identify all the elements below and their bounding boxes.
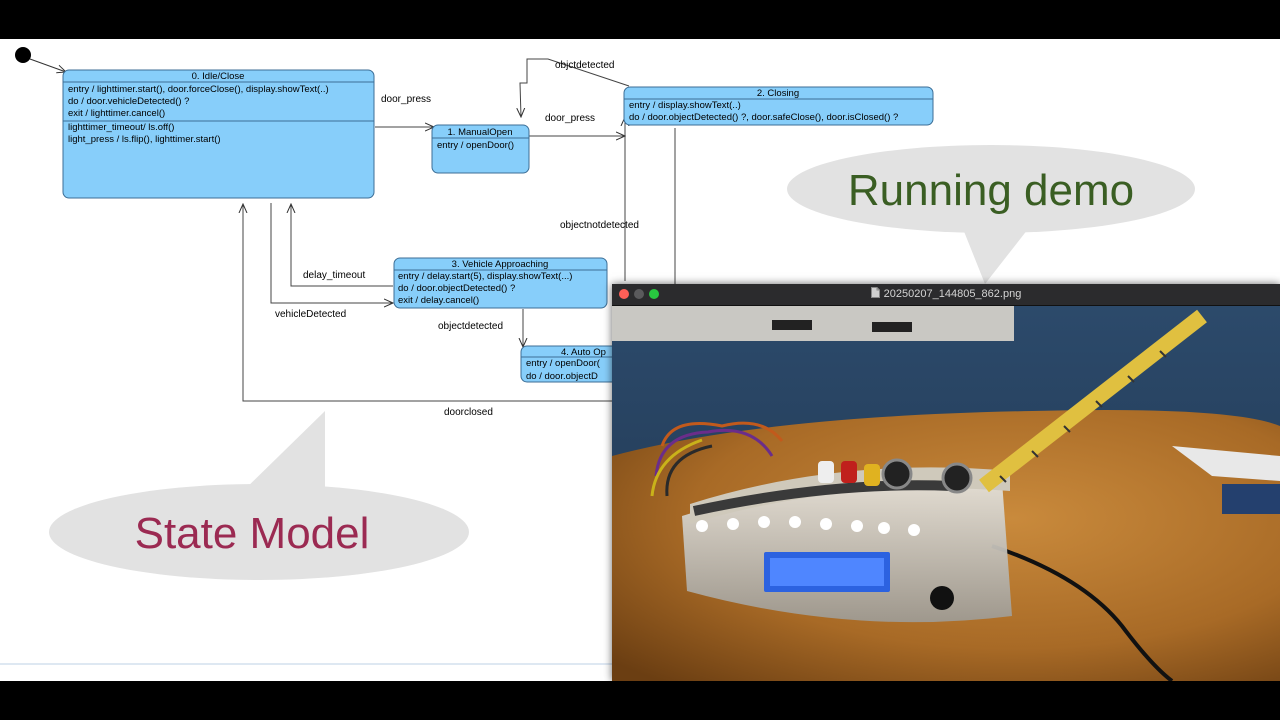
state-title: 0. Idle/Close <box>192 71 245 82</box>
label-vehicle-detected: vehicleDetected <box>275 309 346 320</box>
callout-text: Running demo <box>848 166 1134 215</box>
state-do-action: do / door.objectDetected() ?, door.safeC… <box>629 112 898 123</box>
presentation-slide: door_press door_press objctdetected obje… <box>0 39 1280 681</box>
window-titlebar[interactable]: 20250207_144805_862.png <box>612 284 1280 306</box>
state-manual-open: 1. ManualOpen entry / openDoor() <box>431 124 530 174</box>
state-do-action: do / door.objectD <box>526 371 598 382</box>
state-title: 4. Auto Op <box>561 347 606 358</box>
state-entry-action: entry / display.showText(..) <box>629 100 741 111</box>
state-entry-action: entry / delay.start(5), display.showText… <box>398 271 572 282</box>
label-objectnotdetected: objectnotdetected <box>560 220 639 231</box>
state-do-action: do / door.vehicleDetected() ? <box>68 96 189 107</box>
state-idle-close: 0. Idle/Close entry / lighttimer.start()… <box>62 69 375 199</box>
zoom-window-button[interactable] <box>649 289 659 299</box>
state-vehicle-approaching: 3. Vehicle Approaching entry / delay.sta… <box>393 257 608 309</box>
document-icon <box>870 287 880 298</box>
minimize-window-button[interactable] <box>634 289 644 299</box>
internal-transition-light-press: light_press / ls.flip(), lighttimer.star… <box>68 134 221 145</box>
state-entry-action: entry / openDoor() <box>437 140 514 151</box>
label-doorclosed: doorclosed <box>444 407 493 418</box>
state-closing: 2. Closing entry / display.showText(..) … <box>623 86 934 126</box>
callout-running-demo: Running demo <box>787 145 1195 284</box>
label-objctdetected: objctdetected <box>555 60 615 71</box>
initial-state-dot <box>15 47 31 63</box>
state-title: 2. Closing <box>757 88 799 99</box>
label-door-press-2: door_press <box>545 113 595 124</box>
state-title: 1. ManualOpen <box>448 127 513 138</box>
window-filename: 20250207_144805_862.png <box>883 288 1022 300</box>
state-entry-action: entry / lighttimer.start(), door.forceCl… <box>68 84 329 95</box>
label-door-press-1: door_press <box>381 94 431 105</box>
image-viewer-window[interactable]: 20250207_144805_862.png <box>612 284 1280 681</box>
transition-lines <box>243 58 676 402</box>
state-title: 3. Vehicle Approaching <box>452 259 549 270</box>
state-exit-action: exit / delay.cancel() <box>398 295 479 306</box>
state-exit-action: exit / lighttimer.cancel() <box>68 108 165 119</box>
close-window-button[interactable] <box>619 289 629 299</box>
initial-transition <box>29 58 66 72</box>
label-delay-timeout: delay_timeout <box>303 270 365 281</box>
callout-state-model: State Model <box>49 411 469 580</box>
label-objectdetected: objectdetected <box>438 321 503 332</box>
callout-text: State Model <box>135 509 370 558</box>
state-entry-action: entry / openDoor( <box>526 358 601 369</box>
internal-transition-timeout: lighttimer_timeout/ ls.off() <box>68 122 174 133</box>
state-do-action: do / door.objectDetected() ? <box>398 283 515 294</box>
demo-photo <box>612 306 1280 681</box>
window-title: 20250207_144805_862.png <box>612 287 1280 300</box>
